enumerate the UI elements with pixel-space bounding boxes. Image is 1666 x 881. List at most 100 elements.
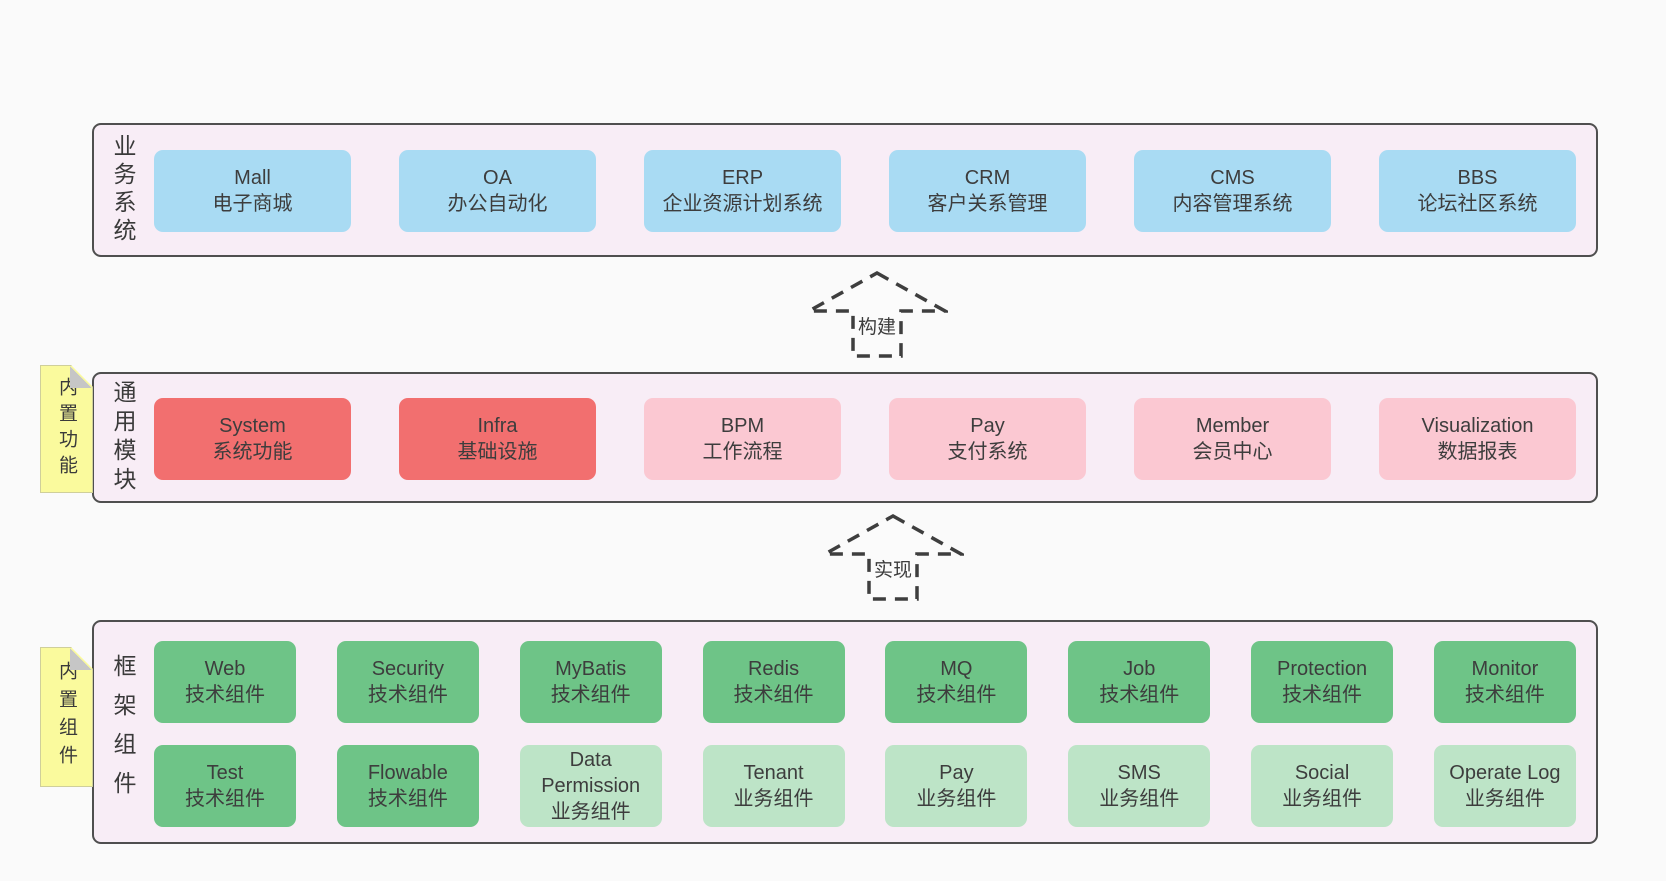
box-data-permission: Data Permission 业务组件: [519, 745, 662, 827]
box-title: SMS: [1117, 762, 1161, 784]
box-title: Visualization: [1421, 415, 1534, 437]
box-subtitle: 工作流程: [702, 441, 783, 463]
box-title: CMS: [1210, 167, 1255, 189]
box-protection: Protection 技术组件: [1251, 641, 1394, 723]
section-framework-components: 框架组件 Web 技术组件 Security 技术组件 MyBatis 技术组件…: [92, 620, 1598, 844]
box-subtitle: 业务组件: [733, 788, 814, 810]
box-subtitle: 业务组件: [550, 801, 631, 823]
box-subtitle: 会员中心: [1192, 441, 1273, 463]
box-title: Web: [204, 658, 246, 680]
box-title: MQ: [940, 658, 973, 680]
box-subtitle: 电子商城: [212, 193, 293, 215]
box-title: Social: [1294, 762, 1350, 784]
box-title: Mall: [234, 167, 271, 189]
box-subtitle: 企业资源计划系统: [662, 193, 823, 215]
arrow-implement-label: 实现: [870, 555, 916, 582]
box-mybatis: MyBatis 技术组件: [519, 641, 662, 723]
box-subtitle: 技术组件: [1464, 684, 1545, 706]
box-subtitle: 技术组件: [733, 684, 814, 706]
sticky-fold-corner-icon: [70, 366, 92, 388]
box-title: CRM: [964, 167, 1011, 189]
box-visualization: Visualization 数据报表: [1379, 398, 1576, 480]
box-subtitle: 论坛社区系统: [1417, 193, 1538, 215]
box-subtitle: 技术组件: [367, 684, 448, 706]
arrow-build: 构建: [806, 270, 948, 360]
box-subtitle: 支付系统: [947, 441, 1028, 463]
box-title: System: [219, 415, 286, 437]
box-subtitle: 技术组件: [1282, 684, 1363, 706]
box-title: Monitor: [1471, 658, 1539, 680]
box-subtitle: 技术组件: [550, 684, 631, 706]
box-oa: OA 办公自动化: [399, 150, 596, 232]
box-web: Web 技术组件: [154, 641, 296, 723]
box-subtitle: 基础设施: [457, 441, 538, 463]
box-title: Tenant: [743, 762, 804, 784]
box-pay-system: Pay 支付系统: [889, 398, 1086, 480]
box-title: Test: [206, 762, 244, 784]
box-tenant: Tenant 业务组件: [702, 745, 845, 827]
box-title: Protection: [1277, 658, 1368, 680]
box-title: Job: [1123, 658, 1156, 680]
box-title: Member: [1195, 415, 1270, 437]
box-redis: Redis 技术组件: [702, 641, 845, 723]
common-modules-row: System 系统功能 Infra 基础设施 BPM 工作流程 Pay 支付系统…: [154, 398, 1576, 480]
box-member: Member 会员中心: [1134, 398, 1331, 480]
business-systems-row: Mall 电子商城 OA 办公自动化 ERP 企业资源计划系统 CRM 客户关系…: [154, 150, 1576, 232]
box-erp: ERP 企业资源计划系统: [644, 150, 841, 232]
box-monitor: Monitor 技术组件: [1433, 641, 1576, 723]
box-subtitle: 技术组件: [185, 788, 265, 810]
section-label-common-modules: 通用模块: [110, 379, 136, 496]
box-subtitle: 业务组件: [916, 788, 997, 810]
box-mq: MQ 技术组件: [885, 641, 1028, 723]
box-subtitle: 技术组件: [916, 684, 997, 706]
box-system: System 系统功能: [154, 398, 351, 480]
arrow-implement: 实现: [822, 513, 964, 603]
box-title: Redis: [747, 658, 800, 680]
box-title: MyBatis: [555, 658, 627, 680]
box-infra: Infra 基础设施: [399, 398, 596, 480]
box-subtitle: 业务组件: [1282, 788, 1363, 810]
box-social: Social 业务组件: [1251, 745, 1394, 827]
box-subtitle: 业务组件: [1464, 788, 1545, 810]
box-title: BPM: [720, 415, 765, 437]
box-bpm: BPM 工作流程: [644, 398, 841, 480]
box-title: Data Permission: [541, 749, 641, 797]
sticky-note-label: 内置组件: [56, 661, 77, 773]
box-title: Flowable: [367, 762, 448, 784]
box-title: Pay: [939, 762, 974, 784]
box-mall: Mall 电子商城: [154, 150, 351, 232]
box-title: Operate Log: [1449, 762, 1561, 784]
section-label-business-systems: 业务系统: [110, 134, 136, 246]
box-title: Pay: [970, 415, 1005, 437]
sticky-fold-corner-icon: [70, 648, 92, 670]
box-title: Security: [371, 658, 444, 680]
sticky-note-label: 内置功能: [56, 377, 77, 481]
box-crm: CRM 客户关系管理: [889, 150, 1086, 232]
box-cms: CMS 内容管理系统: [1134, 150, 1331, 232]
box-subtitle: 技术组件: [367, 788, 448, 810]
box-sms: SMS 业务组件: [1068, 745, 1211, 827]
box-subtitle: 客户关系管理: [927, 193, 1048, 215]
box-job: Job 技术组件: [1068, 641, 1211, 723]
box-operate-log: Operate Log 业务组件: [1433, 745, 1576, 827]
box-title: OA: [483, 167, 512, 189]
framework-components-row-1: Web 技术组件 Security 技术组件 MyBatis 技术组件 Redi…: [154, 641, 1576, 723]
arrow-build-label: 构建: [854, 312, 900, 339]
box-subtitle: 业务组件: [1099, 788, 1180, 810]
box-pay-component: Pay 业务组件: [885, 745, 1028, 827]
box-subtitle: 数据报表: [1437, 441, 1518, 463]
box-subtitle: 内容管理系统: [1172, 193, 1293, 215]
box-subtitle: 技术组件: [1099, 684, 1180, 706]
box-test: Test 技术组件: [154, 745, 296, 827]
section-common-modules: 通用模块 System 系统功能 Infra 基础设施 BPM 工作流程 Pay…: [92, 372, 1598, 503]
box-subtitle: 办公自动化: [447, 193, 548, 215]
section-business-systems: 业务系统 Mall 电子商城 OA 办公自动化 ERP 企业资源计划系统 CRM…: [92, 123, 1598, 257]
sticky-note-built-in-components: 内置组件: [40, 647, 93, 787]
box-title: BBS: [1457, 167, 1498, 189]
box-subtitle: 技术组件: [185, 684, 265, 706]
sticky-note-built-in-features: 内置功能: [40, 365, 93, 493]
box-bbs: BBS 论坛社区系统: [1379, 150, 1576, 232]
box-subtitle: 系统功能: [212, 441, 293, 463]
box-security: Security 技术组件: [336, 641, 479, 723]
box-title: ERP: [721, 167, 764, 189]
